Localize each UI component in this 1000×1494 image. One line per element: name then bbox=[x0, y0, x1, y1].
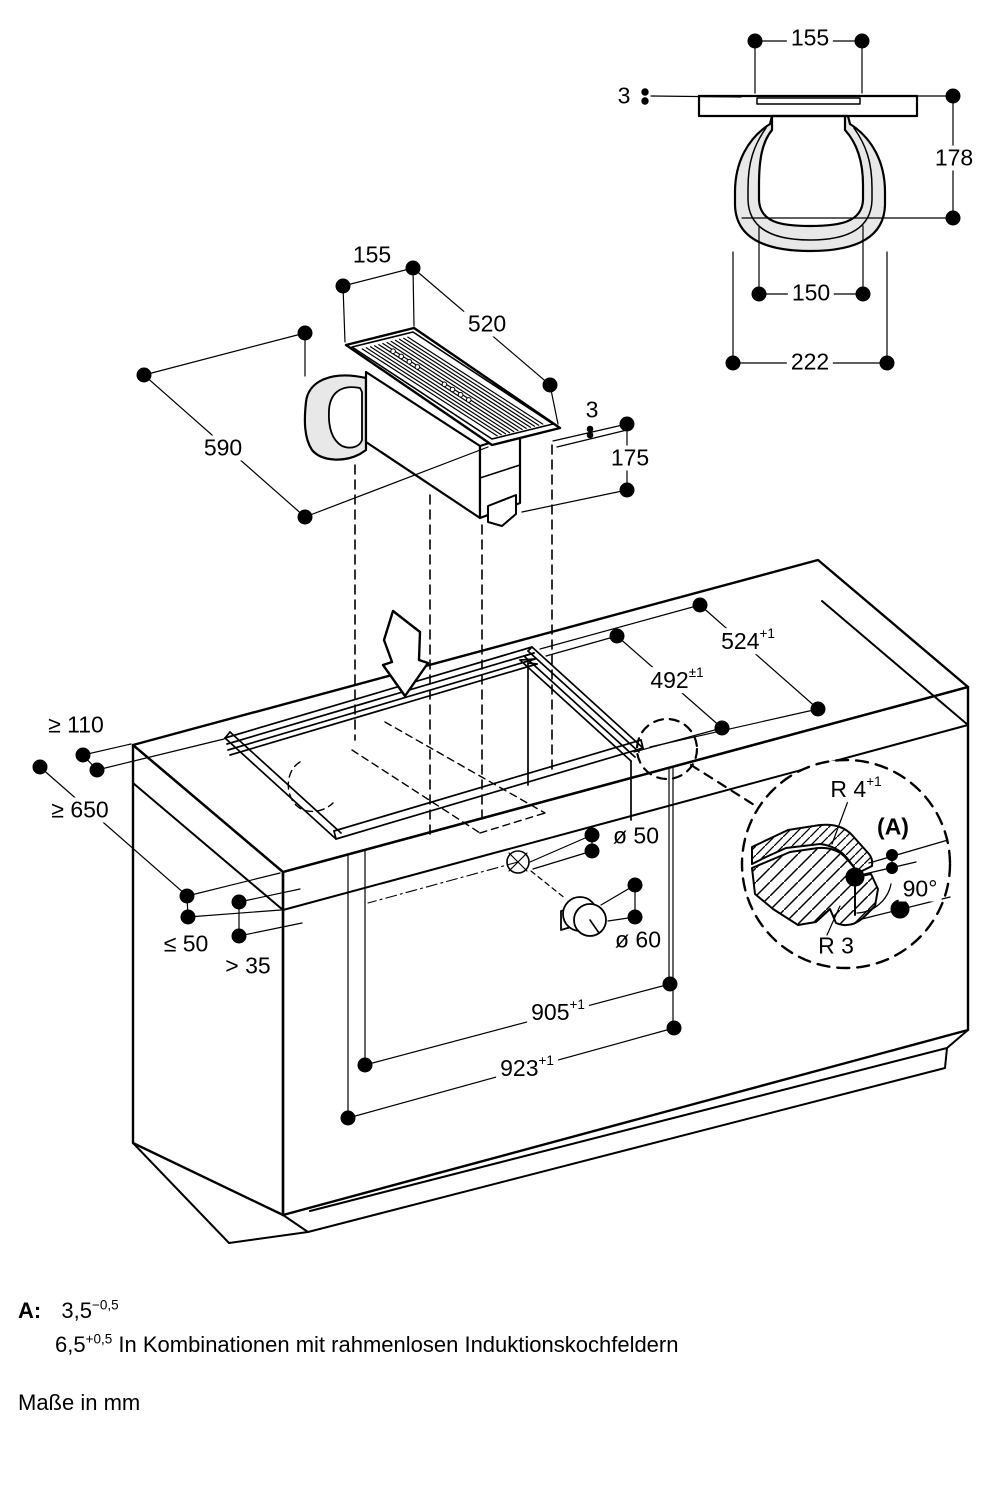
dim-label-radius-r4: R 4+1 bbox=[826, 775, 886, 802]
dim-label-thickness-50: ≤ 50 bbox=[163, 930, 209, 957]
footnote-a-text: In Kombinationen mit rahmenlosen Indukti… bbox=[118, 1332, 679, 1357]
cabinet-view-linework bbox=[32, 558, 970, 1244]
dim-label-section-155: 155 bbox=[786, 25, 834, 51]
dim-label-section-3: 3 bbox=[617, 82, 631, 109]
dim-label-hole-dia-50: ø 50 bbox=[612, 822, 660, 849]
dim-label-appliance-590: 590 bbox=[199, 435, 247, 461]
dim-label-appliance-3: 3 bbox=[585, 396, 599, 423]
units-note: Maße in mm bbox=[18, 1390, 141, 1415]
dim-label-gap-35: > 35 bbox=[225, 952, 271, 979]
dim-label-depth-650: ≥ 650 bbox=[47, 797, 113, 823]
dim-label-appliance-155: 155 bbox=[352, 241, 392, 268]
dim-label-width-923: 923+1 bbox=[496, 1054, 558, 1081]
dim-label-clearance-110: ≥ 110 bbox=[48, 711, 104, 738]
dim-label-width-905: 905+1 bbox=[527, 998, 589, 1025]
dim-label-appliance-520: 520 bbox=[463, 311, 511, 337]
dim-label-section-150: 150 bbox=[787, 280, 835, 306]
footnote-a-key: A: bbox=[18, 1298, 42, 1323]
detail-view-linework bbox=[635, 717, 952, 970]
detail-label-a: (A) bbox=[877, 813, 909, 840]
dim-label-radius-r3: R 3 bbox=[818, 932, 854, 959]
dim-label-appliance-175: 175 bbox=[606, 445, 654, 471]
dim-label-angle-90: 90° bbox=[898, 876, 942, 902]
dim-label-cutout-492: 492±1 bbox=[646, 666, 708, 693]
dim-label-hole-dia-60: ø 60 bbox=[614, 926, 662, 953]
dim-label-section-178: 178 bbox=[930, 145, 978, 171]
footnote-a: A: 3,5−0,5 bbox=[18, 1297, 119, 1323]
dim-label-cutout-524: 524+1 bbox=[717, 627, 779, 654]
footnote-a-value-2: 6,5 bbox=[55, 1332, 86, 1357]
dim-label-section-222: 222 bbox=[786, 349, 834, 375]
appliance-view-linework bbox=[136, 260, 635, 839]
section-view-linework bbox=[641, 33, 961, 371]
footnote-a-line2: 6,5+0,5 In Kombinationen mit rahmenlosen… bbox=[55, 1331, 679, 1357]
footnote-a-value-1: 3,5 bbox=[61, 1298, 92, 1323]
